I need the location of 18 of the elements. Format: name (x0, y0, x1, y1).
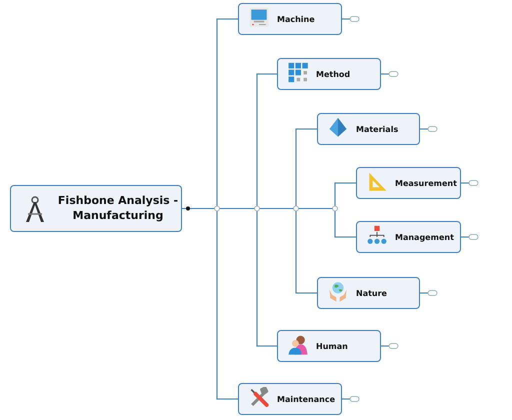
topic-box (238, 383, 342, 415)
topic-box (356, 221, 461, 253)
topic-label: Method (316, 70, 350, 78)
topic-box (356, 167, 461, 199)
topic-box (277, 330, 381, 362)
topic-label: Human (316, 342, 348, 350)
topic-box (317, 277, 420, 309)
topic-label: Fishbone Analysis - Manufacturing (56, 194, 180, 224)
topic-box (317, 113, 420, 145)
topic-label: Measurement (395, 178, 457, 188)
topic-box (238, 3, 342, 35)
root-topic-box (10, 185, 182, 232)
topic-label: Maintenance (277, 394, 336, 404)
topic-box (277, 58, 381, 90)
topic-label: Management (395, 232, 454, 242)
topic-label: Machine (277, 14, 315, 24)
topic-label: Materials (356, 124, 398, 134)
topic-label: Nature (356, 288, 387, 298)
